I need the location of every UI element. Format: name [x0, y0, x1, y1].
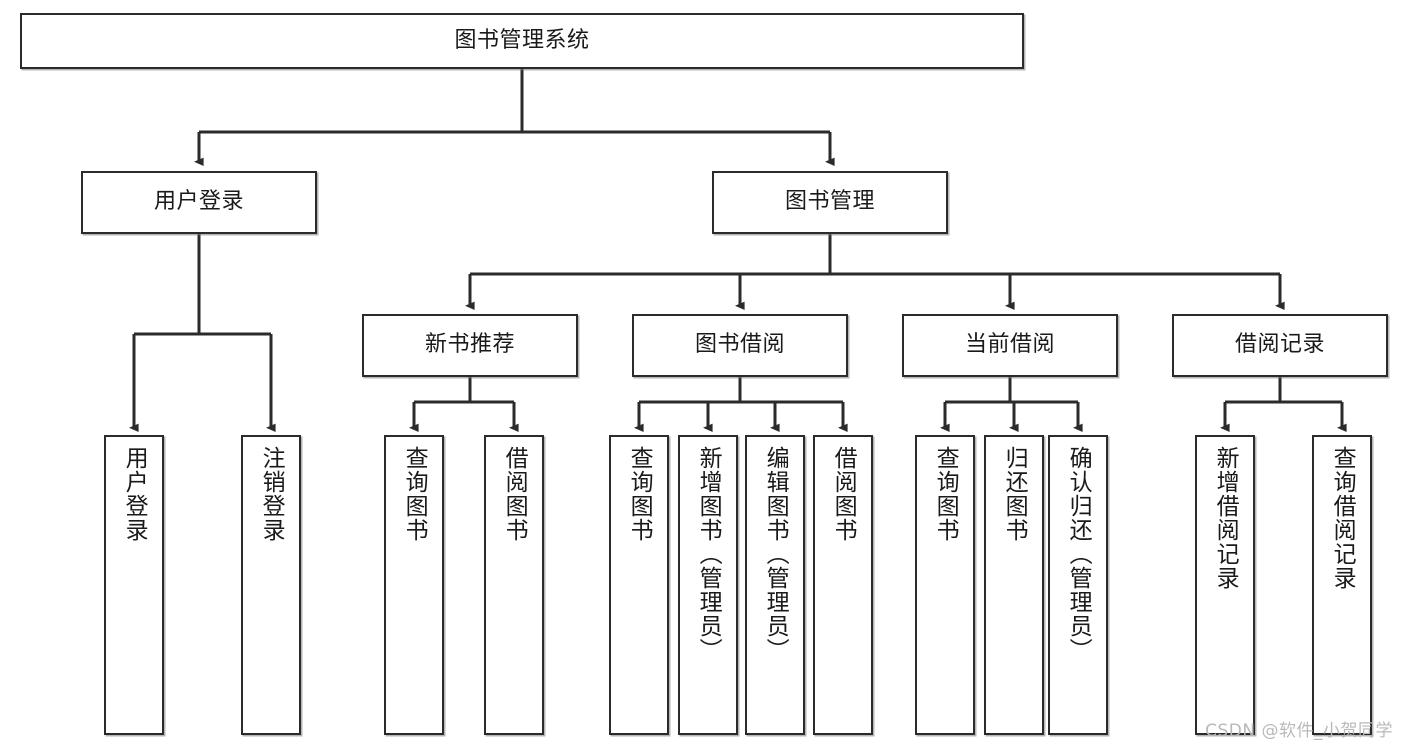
leaf-query-book-2-label: 查询图书 — [626, 446, 653, 542]
leaf-query-book-2[interactable]: 查询图书 — [609, 435, 669, 735]
leaf-add-book[interactable]: 新增图书（管理员） — [678, 435, 738, 735]
leaf-borrow-book-2-label: 借阅图书 — [830, 446, 857, 542]
node-new-book-rec[interactable]: 新书推荐 — [362, 314, 578, 377]
leaf-query-book-3-label: 查询图书 — [932, 446, 959, 542]
node-root-label: 图书管理系统 — [454, 27, 590, 53]
node-new-book-rec-label: 新书推荐 — [424, 332, 515, 358]
node-current-borrow[interactable]: 当前借阅 — [902, 314, 1118, 377]
leaf-add-record[interactable]: 新增借阅记录 — [1195, 435, 1255, 735]
leaf-query-book-3[interactable]: 查询图书 — [915, 435, 975, 735]
node-book-manage-label: 图书管理 — [784, 189, 875, 215]
node-borrow-record[interactable]: 借阅记录 — [1172, 314, 1388, 377]
leaf-return-book[interactable]: 归还图书 — [984, 435, 1044, 735]
leaf-logout-login[interactable]: 注销登录 — [241, 435, 301, 735]
leaf-borrow-book-1-label: 借阅图书 — [501, 446, 528, 542]
leaf-query-book-1[interactable]: 查询图书 — [384, 435, 444, 735]
leaf-borrow-book-2[interactable]: 借阅图书 — [813, 435, 873, 735]
leaf-edit-book-label: 编辑图书（管理员） — [762, 446, 789, 662]
node-user-login[interactable]: 用户登录 — [81, 171, 317, 234]
leaf-query-record-label: 查询借阅记录 — [1329, 446, 1356, 590]
node-book-borrow-label: 图书借阅 — [694, 332, 785, 358]
leaf-user-login[interactable]: 用户登录 — [104, 435, 164, 735]
node-borrow-record-label: 借阅记录 — [1234, 332, 1325, 358]
leaf-return-book-label: 归还图书 — [1001, 446, 1028, 542]
leaf-confirm-return-label: 确认归还（管理员） — [1065, 446, 1092, 662]
leaf-confirm-return[interactable]: 确认归还（管理员） — [1048, 435, 1108, 735]
leaf-query-book-1-label: 查询图书 — [401, 446, 428, 542]
leaf-user-login-label: 用户登录 — [121, 446, 148, 542]
leaf-query-record[interactable]: 查询借阅记录 — [1312, 435, 1372, 735]
csdn-watermark: CSDN @软件_小贺同学 — [1205, 721, 1393, 741]
leaf-add-record-label: 新增借阅记录 — [1212, 446, 1239, 590]
leaf-logout-login-label: 注销登录 — [258, 446, 285, 542]
leaf-borrow-book-1[interactable]: 借阅图书 — [484, 435, 544, 735]
node-user-login-label: 用户登录 — [153, 189, 244, 215]
node-book-manage[interactable]: 图书管理 — [712, 171, 948, 234]
leaf-edit-book[interactable]: 编辑图书（管理员） — [745, 435, 805, 735]
leaf-add-book-label: 新增图书（管理员） — [695, 446, 722, 662]
node-current-borrow-label: 当前借阅 — [964, 332, 1055, 358]
node-root[interactable]: 图书管理系统 — [20, 13, 1024, 69]
node-book-borrow[interactable]: 图书借阅 — [632, 314, 848, 377]
